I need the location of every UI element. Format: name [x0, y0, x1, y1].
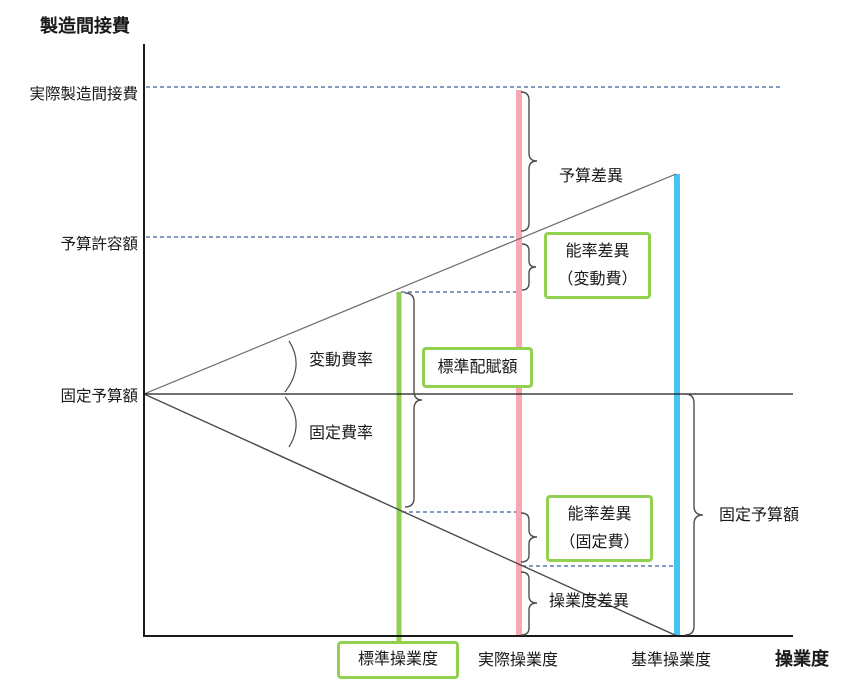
efficiency-variance-variable-line2: （変動費） — [557, 270, 638, 288]
fixed-rate-arc — [284, 396, 297, 448]
standard-allocation-box: 標準配賦額 — [422, 347, 533, 388]
fixed-cost-rate-label: 固定費率 — [309, 425, 374, 442]
x-axis-title: 操業度 — [775, 649, 829, 669]
x-label-actual-operation: 実際操業度 — [477, 652, 559, 669]
efficiency-variance-fixed-line1: 能率差異 — [567, 505, 632, 523]
x-label-standard-operation-box: 標準操業度 — [337, 641, 459, 679]
fixed-budget-amount-label: 固定予算額 — [719, 507, 800, 524]
y-label-actual-overhead: 実際製造間接費 — [29, 86, 138, 103]
variable-cost-rate-label: 変動費率 — [309, 352, 374, 369]
efficiency-variance-fixed-line2: （固定費） — [559, 533, 640, 551]
braces — [404, 91, 704, 636]
budget-variance-brace — [520, 91, 538, 232]
fixed-allocation-line — [143, 393, 678, 637]
variable-budget-line — [143, 173, 677, 395]
variable-rate-arc — [284, 340, 297, 393]
efficiency-variance-variable-line1: 能率差異 — [565, 242, 630, 260]
y-label-budget-allowance: 予算許容額 — [60, 236, 138, 253]
x-label-standard-operation: 標準操業度 — [357, 651, 438, 668]
dashed-reference-lines — [146, 86, 783, 567]
standard-allocation-brace — [404, 292, 423, 508]
volume-variance-brace — [520, 571, 538, 636]
efficiency-variance-variable-box: 能率差異 （変動費） — [544, 232, 651, 299]
volume-variance-label: 操業度差異 — [549, 593, 630, 610]
y-label-fixed-budget: 固定予算額 — [60, 388, 138, 405]
efficiency-variance-fixed-box: 能率差異 （固定費） — [546, 495, 653, 562]
efficiency-variance-fixed-brace — [520, 512, 538, 563]
y-axis-title: 製造間接費 — [40, 16, 130, 36]
x-label-base-operation: 基準操業度 — [630, 652, 712, 669]
budget-variance-label: 予算差異 — [559, 168, 624, 185]
efficiency-variance-variable-brace — [521, 243, 537, 291]
standard-allocation-label: 標準配賦額 — [437, 358, 518, 376]
fixed-budget-brace — [684, 393, 704, 636]
